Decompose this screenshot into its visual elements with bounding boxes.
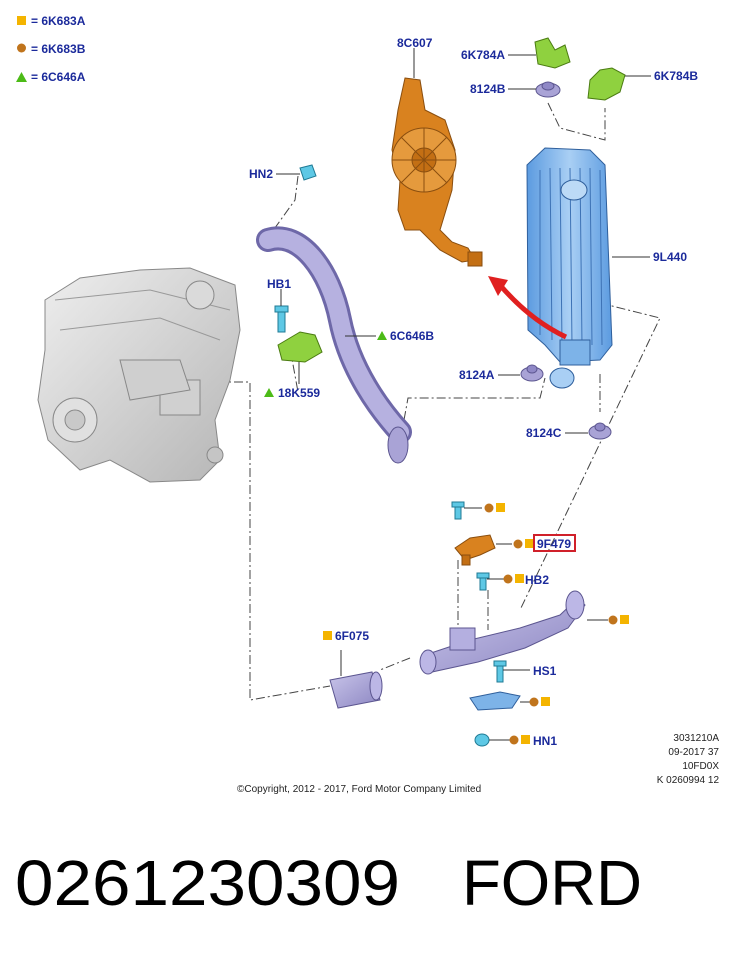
- bracket-18k559: [277, 331, 323, 363]
- callout-8124c: 8124C: [526, 426, 562, 440]
- sensor-9f479: [454, 534, 496, 566]
- bracket-6k784b: [587, 67, 626, 101]
- square-marker-icon: [525, 539, 534, 548]
- callout-6f075: 6F075: [335, 629, 369, 643]
- bolt-hb1: [274, 305, 289, 333]
- square-marker-icon: [323, 631, 332, 640]
- circle-marker-icon: [529, 697, 539, 707]
- part-number: 0261230309: [15, 847, 400, 919]
- mount-8124b: [535, 81, 561, 98]
- callout-18k559: 18K559: [278, 386, 320, 400]
- fan-shroud-8c607: [391, 77, 483, 267]
- ref-line-1: 3031210A: [673, 733, 719, 744]
- legend-circle-icon: [17, 43, 26, 53]
- callout-8124a: 8124A: [459, 368, 495, 382]
- circle-marker-icon: [503, 574, 513, 584]
- callout-9l440: 9L440: [653, 250, 687, 264]
- mount-8124a: [520, 364, 544, 382]
- circle-marker-icon: [608, 615, 618, 625]
- legend-label-6c646a: = 6C646A: [31, 70, 86, 84]
- triangle-marker-icon: [264, 388, 274, 397]
- callout-hn2: HN2: [249, 167, 273, 181]
- callout-6c646b: 6C646B: [390, 329, 434, 343]
- callout-6k784b: 6K784B: [654, 69, 698, 83]
- intake-pipe-assembly: [419, 590, 586, 675]
- callout-8124b: 8124B: [470, 82, 506, 96]
- callout-markers: [264, 331, 629, 745]
- circle-marker-icon: [484, 503, 494, 513]
- legend-square-icon: [17, 16, 26, 25]
- callout-hs1: HS1: [533, 664, 557, 678]
- square-marker-icon: [541, 697, 550, 706]
- ref-line-3: 10FD0X: [682, 761, 719, 772]
- direction-arrow: [488, 276, 568, 340]
- bracket-6k784a: [534, 37, 571, 69]
- bracket-blue: [469, 691, 521, 711]
- legend: = 6K683A = 6K683B = 6C646A: [16, 14, 86, 84]
- hose-6f075: [329, 671, 383, 709]
- bolt-top: [451, 501, 465, 520]
- legend-label-6k683a: = 6K683A: [31, 14, 86, 28]
- ref-line-4: K 0260994 12: [657, 775, 720, 786]
- legend-label-6k683b: = 6K683B: [31, 42, 86, 56]
- callout-hn1: HN1: [533, 734, 557, 748]
- callout-8c607: 8C607: [397, 36, 433, 50]
- bolt-hb2: [476, 572, 490, 591]
- hose-6c646b: [256, 226, 412, 464]
- copyright-notice: ©Copyright, 2012 - 2017, Ford Motor Comp…: [237, 784, 481, 795]
- callout-hb1: HB1: [267, 277, 291, 291]
- reference-block: 3031210A 09-2017 37 10FD0X K 0260994 12: [657, 733, 720, 786]
- square-marker-icon: [496, 503, 505, 512]
- callout-9f479: 9F479: [537, 537, 571, 551]
- callout-6k784a: 6K784A: [461, 48, 505, 62]
- brand-name: FORD: [462, 847, 642, 919]
- square-marker-icon: [521, 735, 530, 744]
- engine-block: [37, 267, 241, 483]
- mount-8124c: [588, 422, 612, 440]
- legend-triangle-icon: [16, 72, 27, 82]
- callout-labels: 8C607 6K784A 6K784B 8124B HN2 9L440 HB1 …: [249, 36, 698, 748]
- callout-hb2: HB2: [525, 573, 549, 587]
- square-marker-icon: [515, 574, 524, 583]
- highlight-box: [533, 534, 576, 552]
- bolt-hs1: [493, 660, 507, 683]
- circle-marker-icon: [509, 735, 519, 745]
- ref-line-2: 09-2017 37: [668, 747, 719, 758]
- circle-marker-icon: [513, 539, 523, 549]
- triangle-marker-icon: [377, 331, 387, 340]
- clip-hn1: [474, 733, 490, 747]
- clip-hn2: [299, 164, 317, 181]
- intercooler-9l440: [526, 147, 613, 389]
- square-marker-icon: [620, 615, 629, 624]
